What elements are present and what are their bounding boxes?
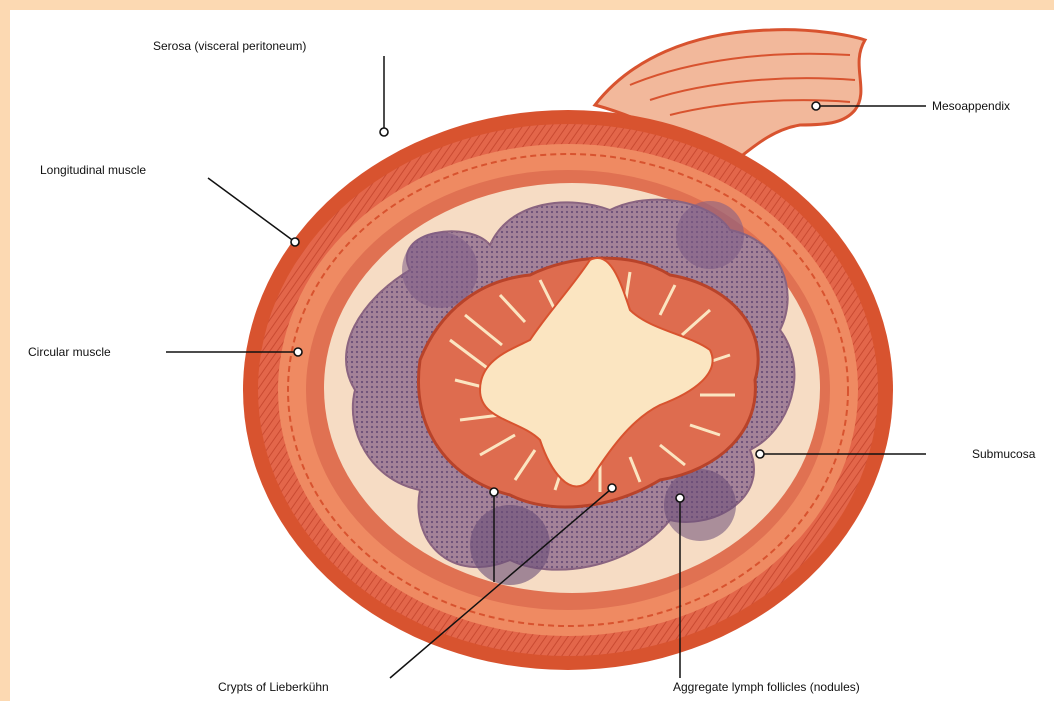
lymph-nodule: [402, 232, 478, 308]
lymph-nodule: [470, 505, 550, 585]
label-crypts: Crypts of Lieberkühn: [218, 680, 329, 694]
label-submucosa: Submucosa: [972, 447, 1035, 461]
label-circular-muscle: Circular muscle: [28, 345, 111, 359]
appendix-cross-section: [10, 10, 1054, 701]
illustration-canvas: Serosa (visceral peritoneum) Longitudina…: [10, 10, 1054, 701]
lymph-nodule: [676, 201, 744, 269]
label-serosa: Serosa (visceral peritoneum): [153, 39, 306, 53]
label-lymph-follicles: Aggregate lymph follicles (nodules): [673, 680, 860, 694]
label-longitudinal-muscle: Longitudinal muscle: [40, 163, 146, 177]
label-mesoappendix: Mesoappendix: [932, 99, 1010, 113]
lymph-nodule: [664, 469, 736, 541]
longitudinal-muscle-leader: [208, 178, 295, 242]
